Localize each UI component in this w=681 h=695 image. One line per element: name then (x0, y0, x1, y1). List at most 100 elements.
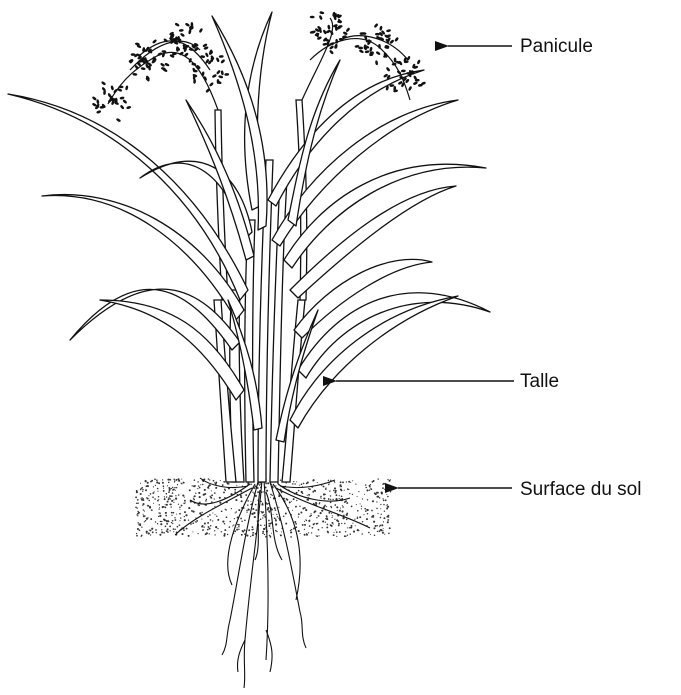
soil-dot (252, 534, 254, 536)
soil-dot (153, 486, 154, 487)
soil-dot (346, 481, 347, 482)
soil-dot (271, 533, 272, 534)
soil-dot (240, 518, 242, 520)
soil-dot (192, 485, 193, 486)
soil-dot (339, 531, 341, 533)
soil-dot (338, 525, 340, 527)
soil-dot (246, 535, 248, 537)
soil-dot (183, 502, 185, 504)
soil-dot (141, 527, 142, 528)
soil-dot (252, 492, 253, 493)
soil-dot (193, 499, 195, 501)
soil-dot (339, 486, 340, 487)
soil-dot (147, 505, 149, 507)
soil-dot (336, 494, 338, 496)
soil-dot (181, 505, 183, 507)
soil-dot (209, 533, 210, 534)
soil-dot (171, 500, 173, 502)
soil-dot (199, 512, 201, 514)
soil-dot (208, 485, 210, 487)
soil-dot (142, 505, 143, 506)
soil-dot (167, 528, 169, 530)
soil-dot (308, 532, 309, 533)
soil-dot (150, 530, 152, 532)
soil-dot (336, 531, 338, 533)
soil-dot (164, 519, 166, 521)
soil-dot (144, 521, 145, 522)
soil-dot (296, 481, 297, 482)
soil-dot (329, 490, 330, 491)
soil-dot (224, 497, 226, 499)
soil-dot (262, 517, 263, 518)
soil-dot (372, 481, 374, 483)
soil-dot (169, 495, 171, 497)
soil-dot (152, 492, 154, 494)
soil-dot (174, 480, 176, 482)
soil-dot (295, 523, 297, 525)
grain (375, 60, 378, 65)
grain (101, 81, 106, 86)
soil-dot (317, 523, 318, 524)
soil-dot (290, 531, 292, 533)
soil-dot (325, 487, 326, 488)
soil-dot (223, 491, 225, 493)
soil-dot (235, 512, 236, 513)
grain (413, 81, 418, 85)
soil-dot (202, 512, 203, 513)
soil-dot (334, 519, 335, 520)
soil-dot (214, 482, 215, 483)
soil-dot (171, 515, 172, 516)
soil-dot (294, 521, 296, 523)
grain (364, 50, 369, 54)
soil-dot (365, 484, 366, 485)
soil-dot (165, 504, 166, 505)
soil-dot (150, 493, 152, 495)
soil-dot (209, 528, 211, 530)
soil-dot (247, 500, 249, 502)
soil-dot (148, 495, 149, 496)
leaves (8, 12, 490, 442)
grain (126, 106, 131, 110)
soil-dot (346, 519, 348, 521)
soil-dot (358, 491, 359, 492)
soil-dot (211, 497, 213, 499)
soil-dot (168, 491, 170, 493)
soil-dot (264, 528, 266, 530)
soil-dot (145, 480, 147, 482)
soil-dot (228, 483, 230, 485)
soil-dot (265, 527, 266, 528)
grain (180, 32, 185, 37)
soil-dot (185, 502, 186, 503)
soil-dot (263, 491, 264, 492)
soil-dot (252, 508, 254, 510)
soil-dot (303, 483, 305, 485)
soil-dot (224, 488, 226, 490)
soil-dot (144, 511, 145, 512)
soil-dot (295, 506, 297, 508)
grain (141, 67, 146, 71)
soil-dot (260, 518, 262, 520)
soil-dot (174, 528, 176, 530)
soil-dot (150, 534, 151, 535)
soil-dot (264, 514, 265, 515)
soil-dot (333, 524, 334, 525)
soil-dot (375, 493, 377, 495)
grain (310, 16, 315, 19)
soil-dot (386, 505, 387, 506)
soil-dot (210, 525, 212, 527)
soil-dot (320, 512, 322, 514)
soil-dot (160, 521, 161, 522)
soil-dot (275, 520, 277, 522)
soil-dot (184, 516, 185, 517)
soil-dot (172, 492, 174, 494)
soil-dot (150, 481, 152, 483)
soil-dot (159, 515, 161, 517)
grain (221, 70, 224, 75)
soil-dot (348, 481, 350, 483)
soil-dot (380, 508, 381, 509)
soil-dot (354, 519, 355, 520)
soil-dot (344, 523, 345, 524)
grain (116, 118, 121, 123)
soil-dot (155, 485, 156, 486)
soil-dot (373, 521, 375, 523)
